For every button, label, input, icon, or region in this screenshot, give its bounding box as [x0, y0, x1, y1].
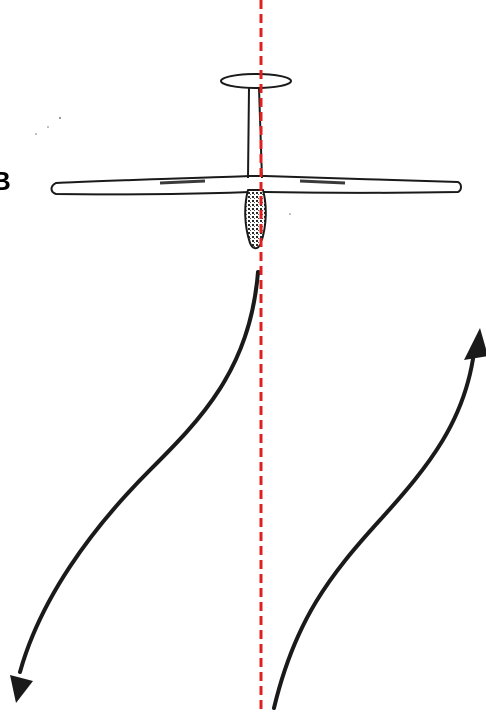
right-path-arrowhead	[464, 328, 486, 360]
right-path-arrow-icon	[272, 328, 486, 710]
left-path-line	[18, 270, 260, 674]
glider-icon	[50, 73, 462, 250]
glider-fuselage	[244, 189, 267, 250]
scan-specks	[35, 117, 291, 215]
left-path-arrow-icon	[10, 270, 260, 703]
glider-tailplane	[220, 73, 292, 89]
glider-wing	[50, 175, 462, 196]
figure-label: B	[0, 166, 11, 196]
right-path-line	[272, 350, 476, 710]
left-path-arrowhead	[10, 675, 33, 703]
